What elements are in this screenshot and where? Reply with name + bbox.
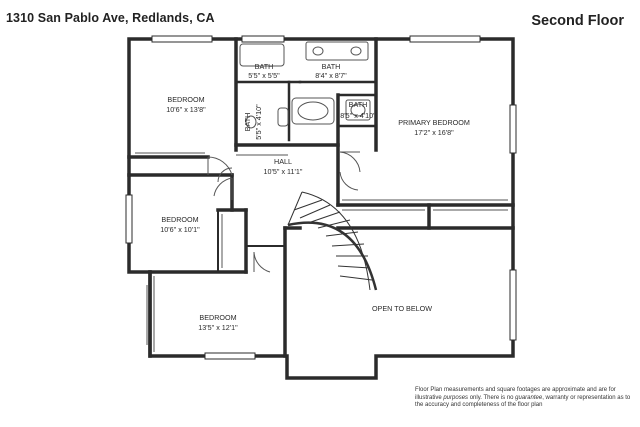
- closets: [135, 152, 508, 352]
- bedroom-nw-name: BEDROOM: [167, 95, 204, 104]
- bath-side-dims: 5'5" x 4'10": [254, 104, 263, 140]
- bath-small-dims: 5'5" x 5'5": [248, 71, 280, 80]
- bedroom-w-name: BEDROOM: [161, 215, 198, 224]
- disclaimer-text-3: , warranty or representation as to the a…: [415, 394, 631, 409]
- bath-small-name: BATH: [255, 62, 274, 71]
- bedroom-sw-dims: 13'5" x 12'1": [198, 323, 238, 332]
- disclaimer-italic-1: purposes: [443, 394, 469, 401]
- disclaimer-italic-2: guarantee: [515, 394, 543, 401]
- walls: [127, 37, 515, 380]
- bath-primary-name: BATH: [349, 100, 368, 109]
- bedroom-w-dims: 10'6" x 10'1": [160, 225, 200, 234]
- bedroom-sw-name: BEDROOM: [199, 313, 236, 322]
- property-address: 1310 San Pablo Ave, Redlands, CA: [6, 11, 215, 25]
- hall-dims: 10'5" x 11'1": [264, 167, 303, 176]
- bath-fixtures: [239, 41, 371, 129]
- bedroom-nw-dims: 10'6" x 13'8": [166, 105, 206, 114]
- bath-side-name: BATH: [243, 113, 252, 132]
- disclaimer-text-2: only. There is no: [468, 394, 516, 401]
- bath-hall-dims: 8'4" x 8'7": [315, 71, 347, 80]
- windows: [125, 35, 517, 360]
- curved-staircase: [287, 191, 378, 291]
- open-to-below-label: OPEN TO BELOW: [372, 304, 432, 313]
- bath-primary-dims: 8'5" x 4'10": [340, 111, 376, 120]
- room-labels: BEDROOM 10'6" x 13'8" BATH 5'5" x 5'5" B…: [160, 62, 470, 332]
- primary-bedroom-dims: 17'2" x 16'8": [414, 128, 454, 137]
- floor-title: Second Floor: [531, 13, 624, 29]
- disclaimer-text-1: Floor Plan measurements and square foota…: [415, 387, 616, 401]
- disclaimer: Floor Plan measurements and square foota…: [415, 387, 635, 410]
- bath-hall-name: BATH: [322, 62, 341, 71]
- hall-name: HALL: [274, 157, 292, 166]
- primary-bedroom-name: PRIMARY BEDROOM: [398, 118, 470, 127]
- doors: [207, 151, 361, 273]
